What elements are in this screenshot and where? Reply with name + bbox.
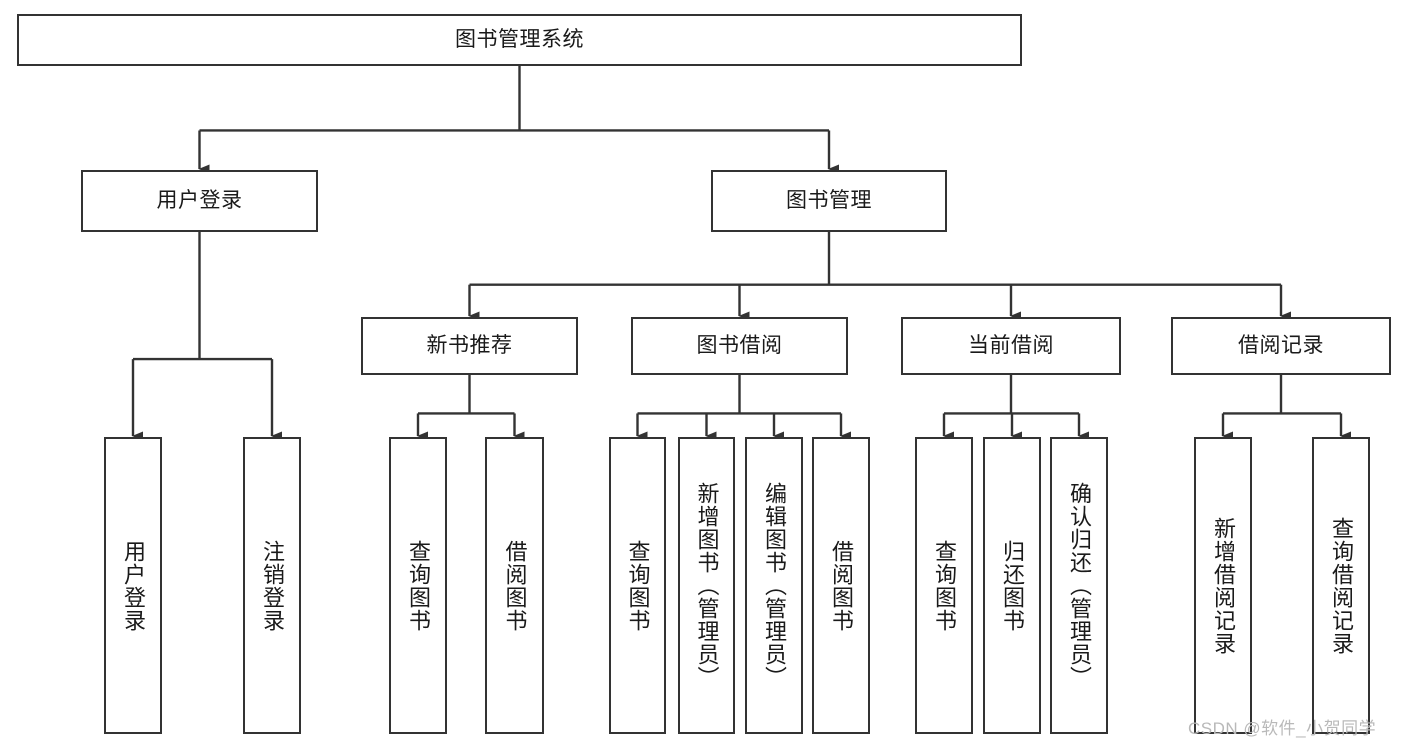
node-label: 查询图书 — [405, 539, 431, 632]
node-label: 新增借阅记录 — [1210, 516, 1236, 655]
node-label: 查询图书 — [931, 539, 957, 632]
node-label: 用户登录 — [156, 189, 243, 213]
node-label: 编辑图书（管理员） — [761, 482, 787, 689]
node-leaf-borrow-book[interactable]: 借阅图书 — [812, 437, 870, 734]
node-leaf-borrow-book-rec[interactable]: 借阅图书 — [485, 437, 544, 734]
node-book-borrow[interactable]: 图书借阅 — [631, 317, 848, 375]
node-book-manage[interactable]: 图书管理 — [711, 170, 947, 232]
node-leaf-add-record[interactable]: 新增借阅记录 — [1194, 437, 1252, 734]
node-leaf-query-record[interactable]: 查询借阅记录 — [1312, 437, 1370, 734]
node-label: 确认归还（管理员） — [1066, 482, 1092, 689]
node-label: 借阅记录 — [1238, 334, 1324, 358]
node-label: 借阅图书 — [828, 539, 854, 632]
node-label: 新增图书（管理员） — [694, 482, 720, 689]
node-label: 图书管理 — [786, 189, 872, 213]
node-current-borrow[interactable]: 当前借阅 — [901, 317, 1121, 375]
node-leaf-user-login[interactable]: 用户登录 — [104, 437, 162, 734]
node-label: 图书借阅 — [696, 334, 783, 358]
node-leaf-query-book-cur[interactable]: 查询图书 — [915, 437, 973, 734]
node-label: 查询图书 — [625, 539, 651, 632]
node-label: 用户登录 — [120, 539, 146, 632]
node-label: 查询借阅记录 — [1328, 516, 1354, 655]
node-label: 图书管理系统 — [455, 28, 584, 52]
node-root[interactable]: 图书管理系统 — [17, 14, 1022, 66]
node-leaf-logout[interactable]: 注销登录 — [243, 437, 301, 734]
node-leaf-edit-book[interactable]: 编辑图书（管理员） — [745, 437, 803, 734]
node-label: 注销登录 — [259, 539, 285, 632]
node-leaf-add-book[interactable]: 新增图书（管理员） — [678, 437, 735, 734]
node-user-login[interactable]: 用户登录 — [81, 170, 318, 232]
node-borrow-record[interactable]: 借阅记录 — [1171, 317, 1391, 375]
node-label: 新书推荐 — [426, 334, 513, 358]
csdn-watermark: CSDN @软件_小贺同学 — [1188, 719, 1377, 738]
node-leaf-query-book[interactable]: 查询图书 — [609, 437, 666, 734]
node-new-book-rec[interactable]: 新书推荐 — [361, 317, 578, 375]
node-leaf-confirm-return[interactable]: 确认归还（管理员） — [1050, 437, 1108, 734]
node-label: 归还图书 — [999, 539, 1025, 632]
node-label: 当前借阅 — [968, 334, 1054, 358]
node-leaf-query-book-rec[interactable]: 查询图书 — [389, 437, 447, 734]
node-leaf-return-book[interactable]: 归还图书 — [983, 437, 1041, 734]
node-label: 借阅图书 — [502, 539, 528, 632]
